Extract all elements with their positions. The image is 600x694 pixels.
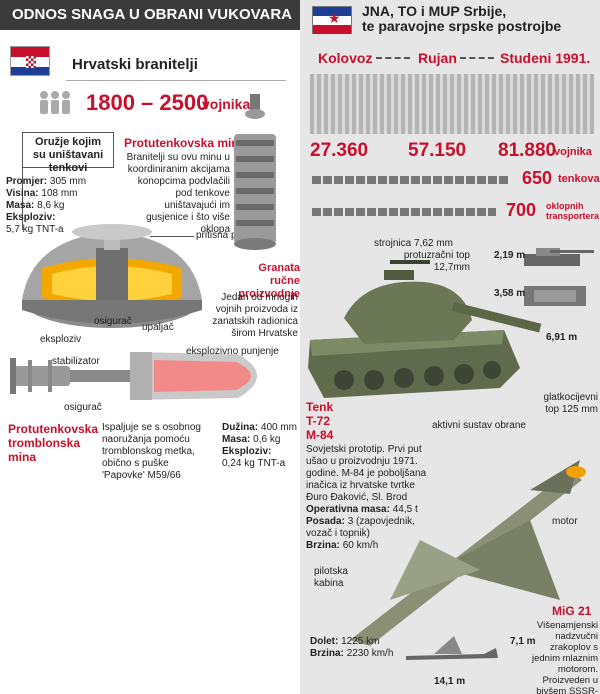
soldiers-crowd-icon xyxy=(310,74,594,134)
tank-side-icon xyxy=(524,248,594,306)
jet-label-cockpit: pilotska kabina xyxy=(314,566,348,589)
mine-label-explosive: eksploziv xyxy=(40,334,82,345)
divider xyxy=(66,80,286,81)
tanks-count: 650 xyxy=(522,168,553,188)
soldiers-icon xyxy=(40,91,70,114)
rifle-label-charge: eksplozivno punjenje xyxy=(186,346,279,357)
jet-desc: Višenamjenski nadzvučni zrakoplov s jedn… xyxy=(532,620,598,694)
jet-dim-h: 7,1 m xyxy=(510,636,536,647)
jet-dim-l: 14,1 m xyxy=(434,676,466,687)
mine-spec-row: 5,7 kg TNT-a xyxy=(6,224,64,235)
rifle-spec-row: Masa: 0,6 kg xyxy=(222,434,281,445)
tanks-unit: tenkova xyxy=(558,173,600,185)
jet-name: MiG 21 xyxy=(552,604,592,618)
tank-name-1: Tenk xyxy=(306,400,334,414)
apc-row-icon xyxy=(312,208,496,216)
grenade-title: Granata ručne proizvodnje xyxy=(238,262,300,300)
croatian-flag xyxy=(10,46,50,76)
right-title-2: te paravojne srpske postrojbe xyxy=(362,18,562,34)
weapons-box-text: Oružje kojim su uništavani tenkovi xyxy=(32,136,104,174)
tank-dim-w: 3,58 m xyxy=(494,288,526,299)
rifle-grenade-specs: Dužina: 400 mm Masa: 0,6 kg Eksploziv: 0… xyxy=(222,422,300,470)
jet-spec-row: Brzina: 2230 km/h xyxy=(310,648,394,659)
croatia-count: 1800 – 2500 xyxy=(86,90,209,115)
mine-spec-row: Eksploziv: xyxy=(6,212,56,223)
tank-label-aa: protuzračni top 12,7mm xyxy=(403,250,470,273)
count-unit: vojnika xyxy=(554,146,592,158)
jet-spec-row: Dolet: 1225 km xyxy=(310,636,380,647)
month-arrow xyxy=(376,57,410,59)
tank-name-2: T-72 xyxy=(306,414,331,428)
mine-specs: Promjer: 305 mm Visina: 108 mm Masa: 8,6… xyxy=(6,176,116,236)
rifle-grenade-title: Protutenkovska tromblonska mina xyxy=(8,422,99,464)
tank-dim-l: 6,91 m xyxy=(546,332,578,343)
leader-line xyxy=(150,236,194,237)
mine-label-fuse: osigurač xyxy=(94,316,132,327)
month-2: Rujan xyxy=(418,50,457,66)
right-title-1: JNA, TO i MUP Srbije, xyxy=(362,3,507,19)
mine-desc: Branitelji su ovu minu u koordiniranim a… xyxy=(126,152,230,235)
rifle-label-fuse: osigurač xyxy=(64,402,102,413)
mine-title: Protutenkovska mina xyxy=(124,136,246,150)
jet-specs: Dolet: 1225 km Brzina: 2230 km/h xyxy=(310,636,400,660)
rifle-label-stabilizer: stabilizator xyxy=(52,356,100,367)
apc-unit: oklopnih transportera xyxy=(546,201,600,221)
tanks-row-icon xyxy=(312,176,508,184)
tank-illustration xyxy=(308,260,542,398)
croatia-title: Hrvatski branitelji xyxy=(72,56,198,73)
count-2: 57.150 xyxy=(408,140,467,161)
apc-count: 700 xyxy=(506,200,537,220)
month-1: Kolovoz xyxy=(318,50,373,66)
rifle-spec-row: Eksploziv: xyxy=(222,446,272,457)
yugoslav-flag: ★ xyxy=(312,6,352,34)
weapons-box: Oružje kojim su uništavani tenkovi xyxy=(22,132,114,174)
croatia-count-unit: vojnika xyxy=(202,96,251,112)
month-arrow xyxy=(460,57,494,59)
mine-spec-row: Masa: 8,6 kg xyxy=(6,200,65,211)
header-left: ODNOS SNAGA U OBRANI VUKOVARA xyxy=(0,0,300,30)
count-3: 81.880 xyxy=(498,140,557,161)
tank-spec-row: Posada: 3 (zapovjednik, vozač i topnik) xyxy=(306,516,415,539)
tank-name: Tenk T-72 M-84 xyxy=(306,400,333,442)
tank-spec-row: Operativna masa: 44,5 t xyxy=(306,504,418,515)
month-3: Studeni 1991. xyxy=(500,50,591,66)
count-1: 27.360 xyxy=(310,140,369,161)
box-leader xyxy=(22,168,23,230)
tank-spec-row: Brzina: 60 km/h xyxy=(306,540,379,551)
tank-desc: Sovjetski prototip. Prvi put ušao u proi… xyxy=(306,444,427,503)
jet-label-engine: motor xyxy=(552,516,578,527)
mine-label-igniter: upaljač xyxy=(142,322,174,333)
mine-illustration xyxy=(22,224,202,328)
jet-side-icon xyxy=(406,636,498,660)
mine-spec-row: Visina: 108 mm xyxy=(6,188,78,199)
mine-label-plate: pritisna ploča xyxy=(196,230,255,241)
rifle-spec-row: 0,24 kg TNT-a xyxy=(222,458,286,469)
rifle-grenade-illustration xyxy=(10,352,257,400)
tank-label-gun: glatkocijevni top 125 mm xyxy=(543,392,598,415)
header-left-title: ODNOS SNAGA U OBRANI VUKOVARA xyxy=(12,6,293,23)
tank-specs: Operativna masa: 44,5 t Posada: 3 (zapov… xyxy=(306,504,436,552)
rifle-spec-row: Dužina: 400 mm xyxy=(222,422,298,433)
grenade-desc: Jedan od mnogih vojnih proizvoda iz zana… xyxy=(212,292,298,339)
jet-illustration xyxy=(350,460,586,646)
rifle-grenade-desc: Ispaljuje se s osobnog naoružanja pomoću… xyxy=(102,422,201,481)
tank-label-armor: aktivni sustav obrane xyxy=(432,420,526,431)
tank-name-3: M-84 xyxy=(306,428,334,442)
tank-label-mg: strojnica 7,62 mm xyxy=(374,238,453,249)
grenade-illustration xyxy=(234,94,276,250)
tank-dim-h: 2,19 m xyxy=(494,250,526,261)
mine-spec-row: Promjer: 305 mm xyxy=(6,176,87,187)
